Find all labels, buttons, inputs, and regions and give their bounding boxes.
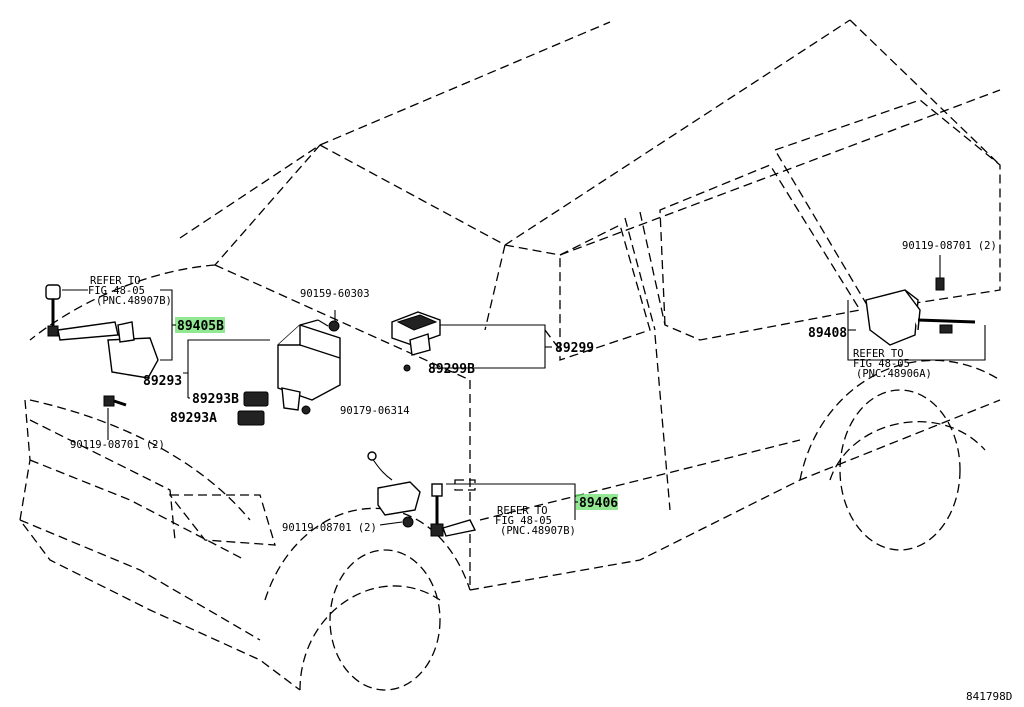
label-90119-left: 90119-08701 (2)	[70, 439, 165, 451]
refer-rear-right-line3: (PNC.48906A)	[856, 368, 932, 380]
label-89293b: 89293B	[192, 392, 239, 407]
label-89406: 89406	[579, 496, 618, 511]
refer-rear-right-line2: FIG 48-05	[853, 358, 910, 370]
highlight-89405b	[175, 317, 225, 333]
label-90179-06314: 90179-06314	[340, 405, 410, 417]
bolt-left	[103, 395, 127, 440]
bracket-89406	[446, 483, 576, 520]
connector-89293a	[237, 410, 265, 426]
label-90159-60303: 90159-60303	[300, 288, 370, 300]
refer-front-left-line2: FIG 48-05	[88, 285, 145, 297]
label-90119-right: 90119-08701 (2)	[902, 240, 997, 252]
refer-front-left-line1: REFER TO	[90, 275, 141, 287]
switch-89299	[391, 311, 441, 372]
clip-90179	[301, 405, 311, 415]
label-89405b: 89405B	[177, 319, 224, 334]
highlight-89406	[576, 494, 618, 510]
front-height-sensor-89406	[367, 451, 477, 537]
rear-height-sensor-89408	[865, 255, 976, 346]
diagram-id: 841798D	[966, 690, 1012, 703]
label-89408: 89408	[808, 326, 847, 341]
front-height-sensor-89405b	[45, 284, 159, 379]
vehicle-body-dashed	[19, 19, 1001, 691]
refer-front-left-line3: (PNC.48907B)	[96, 295, 172, 307]
label-89293: 89293	[143, 374, 182, 389]
label-90119-bottom: 90119-08701 (2)	[282, 522, 377, 534]
ecu-89293	[277, 319, 341, 411]
connector-89293b	[243, 391, 269, 407]
refer-front-bottom-line1: REFER TO	[497, 505, 548, 517]
label-89293a: 89293A	[170, 411, 217, 426]
label-89299b: 89299B	[428, 362, 475, 377]
label-89299: 89299	[555, 341, 594, 356]
refer-front-bottom-line2: FIG 48-05	[495, 515, 552, 527]
refer-front-bottom-line3: (PNC.48907B)	[500, 525, 576, 537]
refer-rear-right-line1: REFER TO	[853, 348, 904, 360]
leader-89293	[183, 339, 270, 374]
callouts: REFER TO FIG 48-05 (PNC.48907B) 89405B 8…	[70, 240, 1012, 703]
